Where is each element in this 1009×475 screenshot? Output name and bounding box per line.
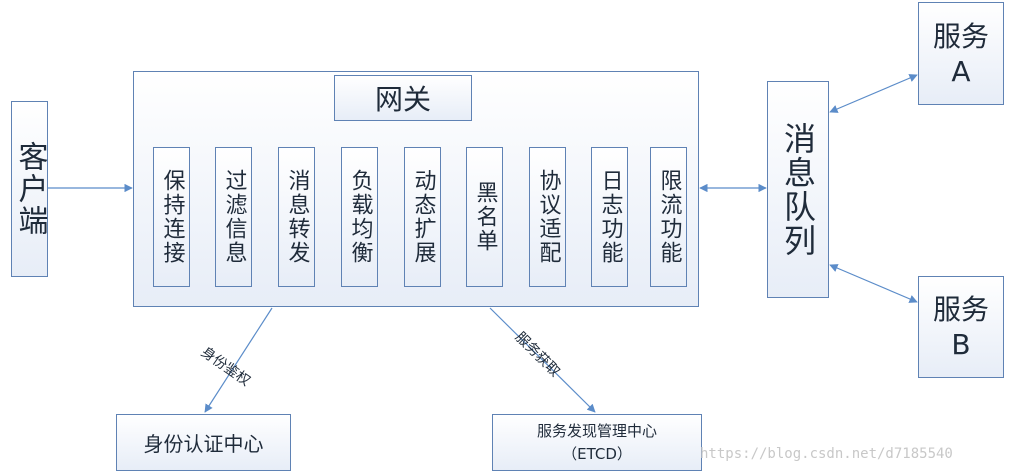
discovery-center-title: 服务发现管理中心 — [536, 422, 657, 440]
module-keep-alive: 保持连接 — [153, 147, 190, 287]
discovery-center-box: 服务发现管理中心 （ETCD） — [492, 414, 702, 471]
arrow-gateway-identity — [204, 307, 273, 413]
service-a-label: 服务 — [932, 19, 989, 53]
module-load-balance: 负载均衡 — [341, 147, 378, 287]
arrow-queue-service-b — [829, 264, 918, 303]
module-forward: 消息转发 — [278, 147, 315, 287]
arrow-gateway-discovery — [489, 307, 596, 413]
arrow-queue-service-a — [829, 74, 918, 113]
identity-center-box: 身份认证中心 — [116, 414, 291, 471]
module-rate-limit: 限流功能 — [650, 147, 687, 287]
module-protocol: 协议适配 — [529, 147, 566, 287]
service-a-letter: A — [951, 54, 971, 88]
service-b-letter: B — [951, 328, 971, 361]
service-a-box: 服务 A — [918, 2, 1004, 105]
client-box: 客户端 — [11, 101, 48, 277]
service-b-label: 服务 — [932, 293, 989, 326]
message-queue-box: 消息队列 — [767, 81, 829, 298]
module-filter: 过滤信息 — [215, 147, 252, 287]
module-scaling: 动态扩展 — [404, 147, 441, 287]
watermark: https://blog.csdn.net/d7185540 — [700, 446, 953, 462]
module-logging: 日志功能 — [591, 147, 628, 287]
module-blacklist: 黑名单 — [466, 147, 503, 287]
discovery-center-etcd: （ETCD） — [562, 444, 632, 463]
service-b-box: 服务 B — [918, 276, 1004, 378]
gateway-title: 网关 — [334, 75, 472, 121]
